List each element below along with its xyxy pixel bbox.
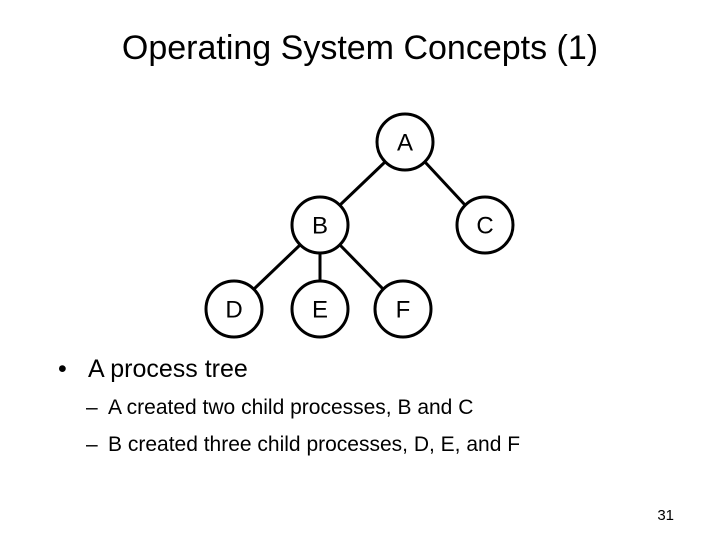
tree-nodes: A B C D E bbox=[204, 112, 515, 339]
node-label-b: B bbox=[312, 213, 328, 240]
node-circle-f bbox=[373, 279, 433, 339]
node-circle-a bbox=[375, 112, 435, 172]
page-title: Operating System Concepts (1) bbox=[121, 29, 599, 67]
node-circle-b bbox=[290, 195, 350, 255]
tree-node-e: E bbox=[290, 279, 350, 339]
edge-b-d bbox=[252, 243, 302, 291]
tree-edges bbox=[252, 160, 467, 291]
node-label-d: D bbox=[225, 297, 242, 324]
edge-b-f bbox=[338, 243, 385, 291]
edge-a-b bbox=[338, 160, 387, 207]
tree-node-c: C bbox=[455, 195, 515, 255]
bullet-dot-icon: • bbox=[58, 355, 67, 383]
bullet-level2: – B created three child processes, D, E,… bbox=[0, 429, 720, 460]
bullet-dash-icon: – bbox=[86, 396, 98, 419]
node-circle-d bbox=[204, 279, 264, 339]
bullet-list: • A process tree – A created two child p… bbox=[0, 352, 720, 460]
bullet-level1-text: A process tree bbox=[88, 355, 248, 383]
tree-node-f: F bbox=[373, 279, 433, 339]
node-label-f: F bbox=[396, 297, 411, 324]
bullet-dash-icon: – bbox=[86, 433, 98, 456]
tree-node-a: A bbox=[375, 112, 435, 172]
bullet-level2-text: A created two child processes, B and C bbox=[108, 396, 474, 419]
node-circle-c bbox=[455, 195, 515, 255]
node-label-e: E bbox=[312, 297, 328, 324]
page-number: 31 bbox=[657, 507, 674, 524]
node-label-a: A bbox=[397, 130, 413, 157]
node-label-c: C bbox=[476, 213, 493, 240]
bullet-level2: – A created two child processes, B and C bbox=[0, 392, 720, 423]
bullet-level1: • A process tree bbox=[0, 352, 720, 386]
node-circle-e bbox=[290, 279, 350, 339]
bullet-level2-text: B created three child processes, D, E, a… bbox=[108, 433, 521, 456]
edge-a-c bbox=[423, 160, 467, 207]
tree-node-b: B bbox=[290, 195, 350, 255]
tree-node-d: D bbox=[204, 279, 264, 339]
process-tree-diagram: A B C D E bbox=[180, 100, 540, 350]
